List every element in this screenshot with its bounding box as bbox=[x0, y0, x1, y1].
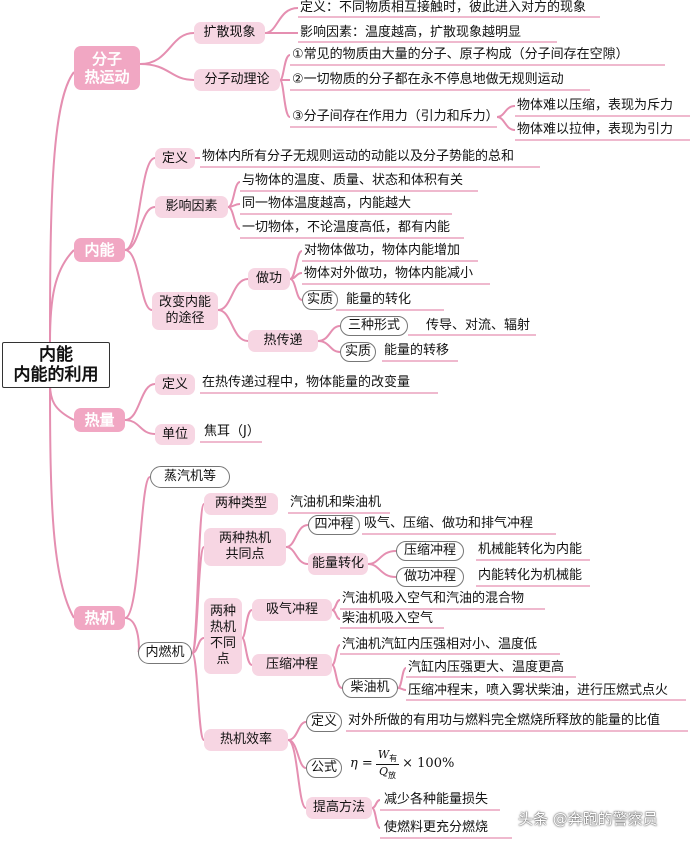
root-node[interactable]: 内能 内能的利用 bbox=[2, 342, 110, 388]
heat-essence-text: 能量的转移 bbox=[384, 343, 450, 358]
node-diffusion[interactable]: 扩散现象 bbox=[194, 22, 265, 44]
node-improve-methods[interactable]: 提高方法 bbox=[306, 797, 372, 819]
compression-stroke-text: 机械能转化为内能 bbox=[478, 542, 583, 557]
node-heat-transfer[interactable]: 热传递 bbox=[248, 330, 318, 352]
formula-numerator: W有 bbox=[375, 748, 400, 765]
theory-point-3: ③分子间存在作用力（引力和斥力） bbox=[292, 109, 499, 124]
diesel-2: 压缩冲程末，喷入雾状柴油，进行压燃式点火 bbox=[408, 683, 669, 698]
improve-2: 使燃料更充分燃烧 bbox=[384, 820, 489, 835]
node-efficiency-definition[interactable]: 定义 bbox=[306, 712, 342, 732]
four-stroke-text: 吸气、压缩、做功和排气冲程 bbox=[364, 516, 534, 531]
three-forms-text: 传导、对流、辐射 bbox=[426, 318, 531, 333]
node-intake-stroke[interactable]: 吸气冲程 bbox=[252, 599, 332, 621]
node-diesel[interactable]: 柴油机 bbox=[342, 678, 398, 698]
formula-denominator-q: Q bbox=[378, 764, 388, 778]
node-differences-line1: 两种 bbox=[209, 603, 236, 619]
node-change-ways-line1: 改变内能 bbox=[158, 295, 211, 311]
node-energy-conversion[interactable]: 能量转化 bbox=[308, 553, 368, 575]
node-two-types[interactable]: 两种类型 bbox=[204, 493, 278, 515]
formula-denominator: Q放 bbox=[379, 765, 396, 781]
work-2: 物体对外做功，物体内能减小 bbox=[304, 266, 474, 281]
node-common-points-line2: 共同点 bbox=[225, 547, 265, 562]
node-change-ways[interactable]: 改变内能 的途径 bbox=[152, 292, 218, 330]
node-work[interactable]: 做功 bbox=[248, 268, 290, 290]
theory-attraction: 物体难以拉伸，表现为引力 bbox=[517, 122, 674, 137]
node-heat-engine[interactable]: 热机 bbox=[74, 606, 125, 630]
work-1: 对物体做功，物体内能增加 bbox=[304, 243, 461, 258]
node-internal-factors[interactable]: 影响因素 bbox=[155, 196, 228, 218]
factor-1: 与物体的温度、质量、状态和体积有关 bbox=[242, 173, 464, 188]
work-essence-text: 能量的转化 bbox=[346, 292, 412, 307]
node-heat-definition[interactable]: 定义 bbox=[155, 374, 195, 395]
power-stroke-text: 内能转化为机械能 bbox=[478, 568, 583, 583]
node-steam-engine[interactable]: 蒸汽机等 bbox=[150, 466, 230, 488]
heat-unit-text: 焦耳（J） bbox=[204, 424, 260, 439]
theory-repulsion: 物体难以压缩，表现为斥力 bbox=[517, 98, 674, 113]
node-efficiency[interactable]: 热机效率 bbox=[204, 729, 288, 751]
intake-1: 汽油机吸入空气和汽油的混合物 bbox=[342, 591, 525, 606]
theory-point-1: ①常见的物质由大量的分子、原子构成（分子间存在空隙） bbox=[292, 47, 629, 62]
factor-3: 一切物体，不论温度高低，都有内能 bbox=[242, 220, 451, 235]
formula-numerator-w: W bbox=[377, 748, 390, 761]
efficiency-formula: η = W有 Q放 × 100% bbox=[350, 748, 454, 781]
internal-definition-text: 物体内所有分子无规则运动的动能以及分子势能的总和 bbox=[202, 149, 515, 164]
formula-eta: η = bbox=[350, 756, 373, 772]
diesel-1: 汽缸内压强更大、温度更高 bbox=[408, 660, 565, 675]
heat-definition-text: 在热传递过程中，物体能量的改变量 bbox=[202, 375, 411, 390]
node-differences-line4: 点 bbox=[216, 652, 230, 668]
node-molecule-motion-line2: 热运动 bbox=[84, 68, 130, 86]
improve-1: 减少各种能量损失 bbox=[384, 792, 489, 807]
two-types-text: 汽油机和柴油机 bbox=[290, 495, 382, 510]
node-differences-line2: 热机 bbox=[209, 619, 236, 635]
compress-1: 汽油机汽缸内压强相对小、温度低 bbox=[342, 637, 538, 652]
formula-denominator-sub: 放 bbox=[388, 770, 396, 780]
node-power-stroke[interactable]: 做功冲程 bbox=[396, 567, 464, 587]
node-three-forms[interactable]: 三种形式 bbox=[340, 316, 408, 336]
node-compress-stroke[interactable]: 压缩冲程 bbox=[252, 654, 332, 676]
diffusion-definition: 定义：不同物质相互接触时，彼此进入对方的现象 bbox=[300, 0, 587, 15]
node-compression-stroke[interactable]: 压缩冲程 bbox=[396, 541, 464, 561]
node-heat-essence[interactable]: 实质 bbox=[340, 342, 376, 362]
theory-point-2: ②一切物质的分子都在永不停息地做无规则运动 bbox=[292, 72, 564, 87]
root-title-line1: 内能 bbox=[39, 344, 73, 365]
node-heat[interactable]: 热量 bbox=[74, 408, 125, 432]
node-differences[interactable]: 两种 热机 不同 点 bbox=[204, 598, 242, 674]
root-title-line2: 内能的利用 bbox=[13, 365, 99, 385]
node-ice[interactable]: 内燃机 bbox=[138, 642, 192, 664]
node-molecule-motion-line1: 分子 bbox=[91, 50, 122, 68]
node-four-stroke[interactable]: 四冲程 bbox=[308, 515, 360, 535]
node-common-points[interactable]: 两种热机 共同点 bbox=[204, 528, 286, 566]
node-internal-definition[interactable]: 定义 bbox=[155, 148, 195, 169]
node-formula[interactable]: 公式 bbox=[306, 758, 342, 778]
formula-fraction: W有 Q放 bbox=[375, 748, 400, 781]
node-differences-line3: 不同 bbox=[209, 636, 236, 651]
formula-numerator-sub: 有 bbox=[389, 754, 398, 764]
formula-tail: × 100% bbox=[402, 756, 455, 772]
node-internal-energy[interactable]: 内能 bbox=[74, 238, 125, 262]
node-molecule-motion[interactable]: 分子 热运动 bbox=[74, 46, 140, 90]
node-heat-unit[interactable]: 单位 bbox=[155, 424, 195, 445]
node-common-points-line1: 两种热机 bbox=[218, 531, 271, 547]
efficiency-definition-text: 对外所做的有用功与燃料完全燃烧所释放的能量的比值 bbox=[348, 713, 661, 728]
node-molecular-theory[interactable]: 分子动理论 bbox=[194, 69, 280, 91]
factor-2: 同一物体温度越高，内能越大 bbox=[242, 196, 412, 211]
watermark: 头条 @奔跑的警察员 bbox=[518, 810, 658, 828]
diffusion-factor: 影响因素：温度越高，扩散现象越明显 bbox=[300, 25, 522, 40]
intake-2: 柴油机吸入空气 bbox=[342, 611, 434, 626]
node-change-ways-line2: 的途径 bbox=[165, 311, 205, 326]
node-work-essence[interactable]: 实质 bbox=[302, 290, 338, 310]
